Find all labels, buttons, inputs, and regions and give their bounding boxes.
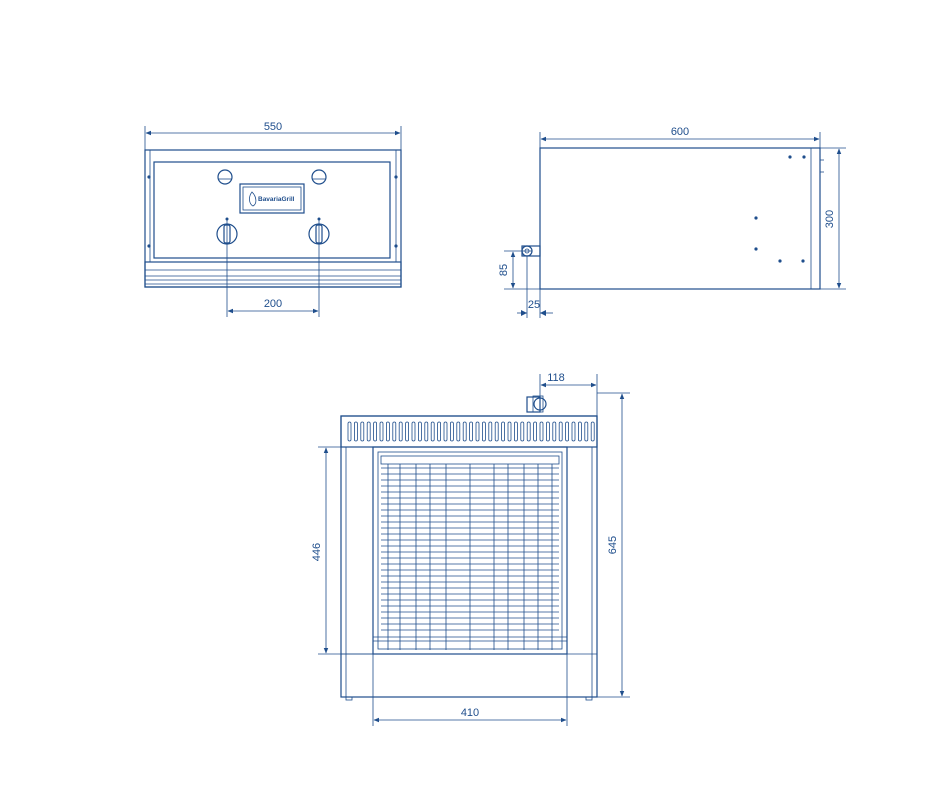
grate-frame bbox=[372, 446, 568, 655]
flame-icon bbox=[249, 191, 257, 207]
overall-depth-dimension-label: 645 bbox=[607, 536, 619, 554]
grate-width-dimension-label: 410 bbox=[461, 707, 479, 719]
side-housing bbox=[539, 147, 821, 290]
knob-spacing-dimension-label: 200 bbox=[264, 298, 282, 310]
gas-connector-top-icon bbox=[526, 395, 547, 413]
grate-depth-dimension-label: 446 bbox=[311, 543, 323, 561]
vent-slots bbox=[347, 421, 595, 442]
vent-slot bbox=[392, 421, 397, 442]
vent-slot bbox=[507, 421, 512, 442]
grate-rods bbox=[387, 464, 553, 650]
vent-slot bbox=[411, 421, 416, 442]
gas-connector-icon bbox=[521, 245, 541, 257]
front-view: BavariaGrill 550 200 bbox=[144, 121, 402, 317]
vent-slot bbox=[475, 421, 480, 442]
vent-slot bbox=[443, 421, 448, 442]
vent-slot bbox=[520, 421, 525, 442]
vent-slot bbox=[526, 421, 531, 442]
screw-icon bbox=[147, 175, 151, 179]
vent-slot bbox=[533, 421, 537, 442]
vent-slot bbox=[514, 421, 518, 442]
width-dimension-label: 550 bbox=[264, 121, 282, 133]
vent-slot bbox=[494, 421, 499, 442]
vent-slot bbox=[565, 421, 569, 442]
vent-slot bbox=[462, 421, 467, 442]
screw-icon bbox=[147, 244, 151, 248]
vent-slot bbox=[546, 421, 550, 442]
vent-slot bbox=[558, 421, 563, 442]
top-view: 118 446 645 410 bbox=[311, 372, 630, 726]
vent-slot bbox=[360, 421, 365, 442]
side-view: 600 300 85 25 bbox=[498, 126, 846, 318]
connector-height-dimension-label: 85 bbox=[498, 264, 510, 276]
vent-slot bbox=[437, 421, 442, 442]
vent-slot bbox=[366, 421, 371, 442]
vent-slot bbox=[405, 421, 410, 442]
connector-offset-dimension-label: 25 bbox=[528, 299, 540, 311]
vent-slot bbox=[417, 421, 422, 442]
vent-slot bbox=[385, 421, 390, 442]
vent-slot bbox=[398, 421, 403, 442]
screw-icon bbox=[394, 175, 398, 179]
vent-slot bbox=[501, 421, 506, 442]
vent-slot bbox=[347, 421, 352, 442]
vent-slot bbox=[590, 421, 595, 442]
depth-dimension-label: 600 bbox=[671, 126, 689, 138]
height-dimension-label: 300 bbox=[824, 210, 836, 228]
front-drip-tray bbox=[144, 261, 402, 288]
vent-slot bbox=[379, 421, 384, 442]
vent-slot bbox=[469, 421, 474, 442]
vent-strip bbox=[340, 415, 598, 448]
viewing-hole-right bbox=[311, 169, 327, 185]
vent-slot bbox=[481, 421, 486, 442]
vent-slot bbox=[488, 421, 493, 442]
vent-slot bbox=[373, 421, 378, 442]
vent-slot bbox=[539, 421, 544, 442]
viewing-hole-left bbox=[217, 169, 233, 185]
vent-slot bbox=[456, 421, 461, 442]
logo-plate bbox=[239, 183, 305, 214]
vent-slot bbox=[552, 421, 557, 442]
vent-slot bbox=[424, 421, 429, 442]
front-control-panel bbox=[153, 161, 391, 259]
vent-slot bbox=[449, 421, 454, 442]
vent-slot bbox=[584, 421, 589, 442]
vent-slot bbox=[571, 421, 576, 442]
screw-icon bbox=[394, 244, 398, 248]
vent-slot bbox=[430, 421, 435, 442]
top-connector-offset-dimension-label: 118 bbox=[547, 372, 565, 384]
front-housing bbox=[144, 149, 402, 288]
vent-slot bbox=[578, 421, 582, 442]
vent-slot bbox=[353, 421, 358, 442]
logo-text: BavariaGrill bbox=[258, 196, 295, 203]
top-housing bbox=[340, 415, 598, 698]
